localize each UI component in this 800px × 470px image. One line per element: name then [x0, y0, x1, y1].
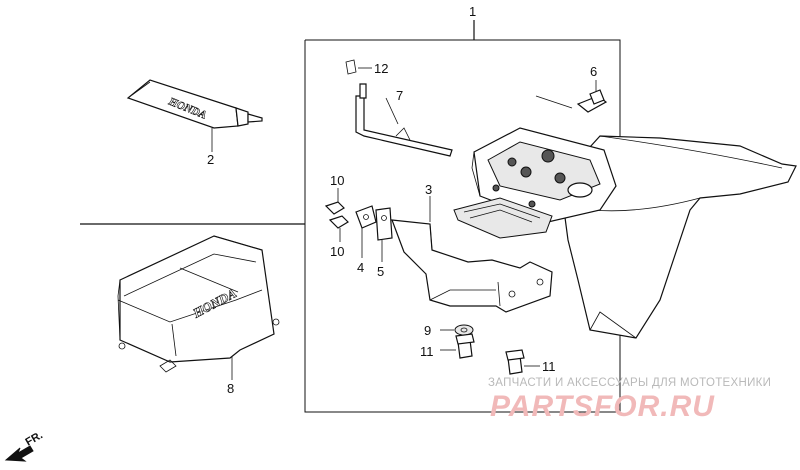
callout-3: 3: [425, 182, 432, 197]
engine-cover: HONDA: [117, 235, 280, 380]
callout-8: 8: [227, 381, 234, 396]
callout-10b: 10: [330, 244, 344, 259]
callout-1: 1: [469, 4, 476, 19]
bolt-11a: [440, 333, 475, 359]
callout-labels: 1 2 3 4 5 6 7 8 9 10 10 11 11 12: [207, 4, 597, 396]
callout-4: 4: [357, 260, 364, 275]
plate-5: [375, 207, 393, 262]
main-bracket: [391, 196, 553, 313]
arrow-down-left-icon: [4, 445, 34, 462]
bolt-10b: [328, 215, 349, 242]
small-clip: [535, 80, 608, 113]
callout-11b: 11: [542, 359, 556, 374]
watermark-logo: PARTSFOR.RU: [490, 390, 715, 423]
watermark: ЗАПЧАСТИ И АКСЕССУАРЫ ДЛЯ МОТОТЕХНИКИ PA…: [488, 377, 771, 423]
callout-11a: 11: [420, 344, 434, 359]
callout-5: 5: [377, 264, 384, 279]
watermark-tagline: ЗАПЧАСТИ И АКСЕССУАРЫ ДЛЯ МОТОТЕХНИКИ: [488, 377, 771, 389]
bolt-11b: [505, 349, 540, 375]
front-direction-indicator: FR.: [4, 429, 45, 462]
callout-6: 6: [590, 64, 597, 79]
throttle-rod: [345, 59, 453, 157]
plate-4: [355, 205, 377, 258]
sealant-tube: HONDA: [126, 79, 263, 152]
callout-2: 2: [207, 152, 214, 167]
callout-10a: 10: [330, 173, 344, 188]
front-label: FR.: [24, 429, 45, 448]
callout-7: 7: [396, 88, 403, 103]
bolt-10a: [324, 188, 345, 215]
callout-9: 9: [424, 323, 431, 338]
assembly-frame: [80, 20, 621, 413]
mount-plate: [453, 127, 617, 239]
callout-12: 12: [374, 61, 388, 76]
washer-9: [440, 324, 474, 336]
lower-housing: [559, 135, 797, 339]
